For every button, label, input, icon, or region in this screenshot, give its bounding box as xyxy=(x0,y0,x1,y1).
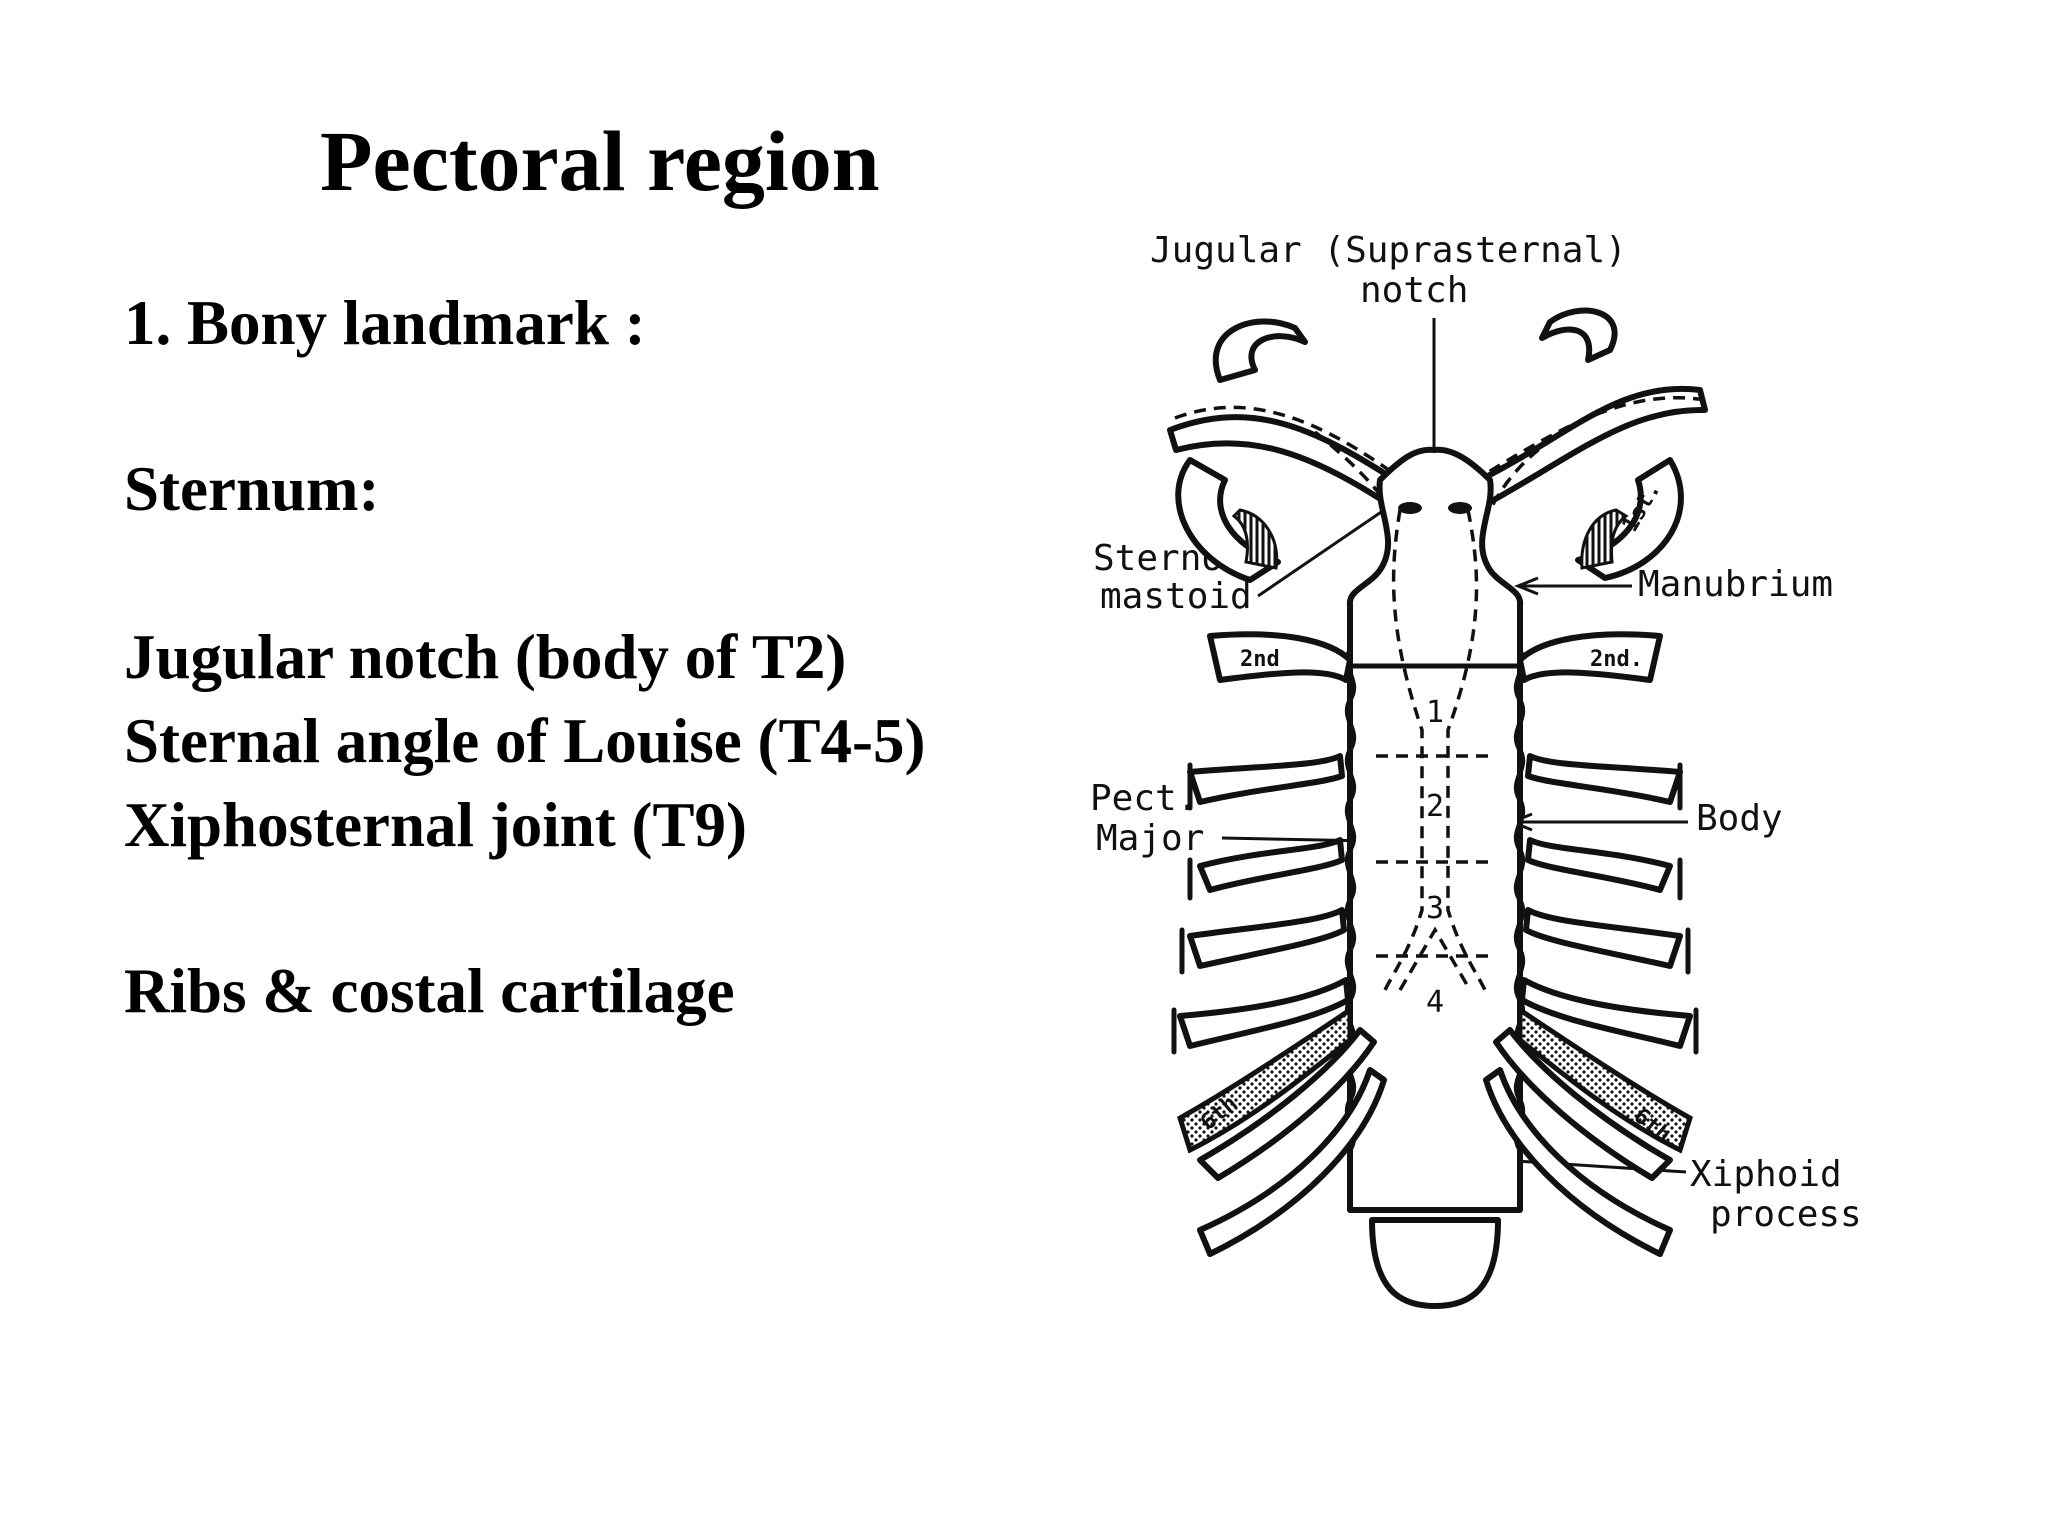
rib-tag-second-left: 2nd xyxy=(1240,647,1280,672)
item-ribs-costal-cartilage: Ribs & costal cartilage xyxy=(124,956,735,1026)
label-xiphoid-line1: Xiphoid xyxy=(1690,1154,1842,1195)
label-jugular-notch-line1: Jugular (Suprasternal) xyxy=(1150,230,1627,271)
costal-cartilages-left: 2nd 6th xyxy=(1171,631,1387,1257)
label-xiphoid-line2: process xyxy=(1710,1194,1862,1235)
sternum-diagram: Jugular (Suprasternal) notch Sterno- mas… xyxy=(1050,210,1980,1330)
segment-number-3: 3 xyxy=(1426,891,1444,926)
label-jugular-notch-line2: notch xyxy=(1360,270,1468,311)
label-pect-major-line2: Major xyxy=(1096,818,1204,859)
costal-cartilages-right: 2nd. 6th xyxy=(1483,631,1699,1257)
segment-number-1: 1 xyxy=(1426,695,1444,730)
slide-title: Pectoral region xyxy=(320,113,880,209)
segment-number-2: 2 xyxy=(1426,789,1444,824)
heading-bony-landmark: 1. Bony landmark : xyxy=(124,288,646,358)
item-xiphosternal-joint: Xiphosternal joint (T9) xyxy=(124,790,748,860)
label-sternomastoid-line2: mastoid xyxy=(1100,576,1252,617)
label-body: Body xyxy=(1696,798,1783,839)
sternum xyxy=(1344,446,1526,1309)
label-pect-major-line1: Pect. xyxy=(1090,778,1198,819)
segment-number-4: 4 xyxy=(1426,985,1444,1020)
heading-sternum: Sternum: xyxy=(124,454,380,524)
label-manubrium: Manubrium xyxy=(1638,564,1833,605)
rib-tag-second-right: 2nd. xyxy=(1590,647,1643,672)
sternum-illustration: Jugular (Suprasternal) notch Sterno- mas… xyxy=(1090,230,1862,1309)
item-sternal-angle: Sternal angle of Louise (T4-5) xyxy=(124,706,926,776)
item-jugular-notch: Jugular notch (body of T2) xyxy=(124,622,847,692)
